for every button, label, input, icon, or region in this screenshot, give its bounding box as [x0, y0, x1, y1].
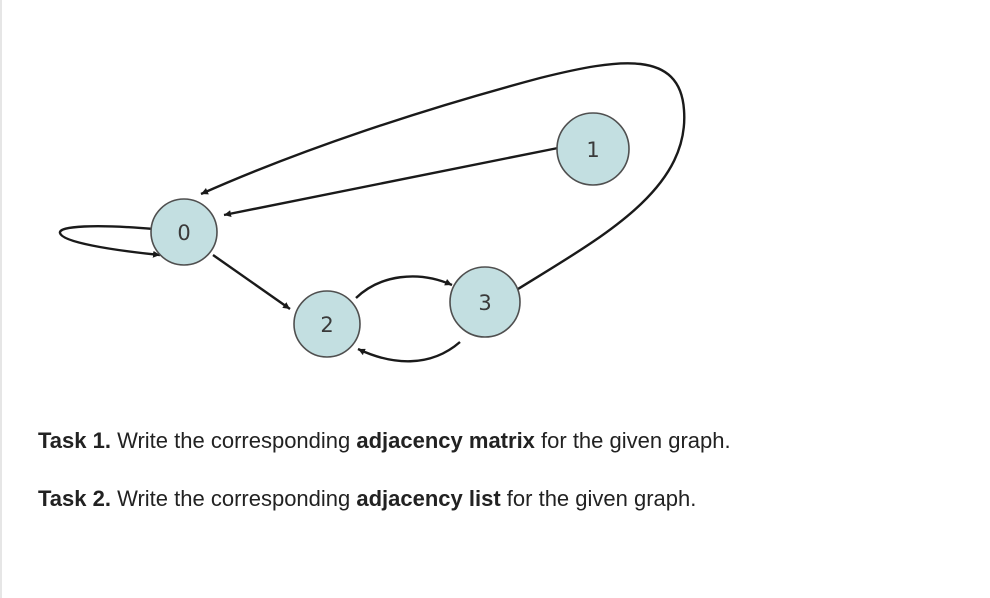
- edge-3-to-0: [200, 62, 686, 291]
- graph-node-0-label: 0: [177, 221, 190, 245]
- edge-3-to-2: [357, 341, 461, 363]
- task-1-text-before: Write the corresponding: [110, 428, 357, 453]
- directed-graph-diagram: 0 1 2 3: [58, 62, 686, 363]
- task-1-number: Task 1.: [38, 428, 111, 453]
- graph-node-1-label: 1: [586, 138, 599, 162]
- left-border: [0, 0, 2, 598]
- graph-node-2-label: 2: [320, 313, 333, 337]
- graph-node-3-label: 3: [478, 291, 491, 315]
- task-1-text-after: for the given graph.: [534, 428, 731, 453]
- graph-node-0: 0: [150, 198, 218, 266]
- task-1-emphasis: adjacency matrix: [356, 428, 535, 453]
- task-2-text-before: Write the corresponding: [110, 486, 357, 511]
- task-2-text: Task 2. Write the corresponding adjacenc…: [38, 486, 696, 512]
- graph-node-3: 3: [449, 266, 521, 338]
- edge-0-to-0: [58, 225, 161, 258]
- task-1-text: Task 1. Write the corresponding adjacenc…: [38, 428, 731, 454]
- task-2-text-after: for the given graph.: [500, 486, 697, 511]
- graph-node-2: 2: [293, 290, 361, 358]
- graph-node-1: 1: [556, 112, 630, 186]
- task-2-emphasis: adjacency list: [356, 486, 501, 511]
- edge-0-to-2: [212, 254, 291, 310]
- edge-2-to-3: [355, 275, 453, 299]
- edge-1-to-0: [223, 146, 559, 218]
- task-2-number: Task 2.: [38, 486, 111, 511]
